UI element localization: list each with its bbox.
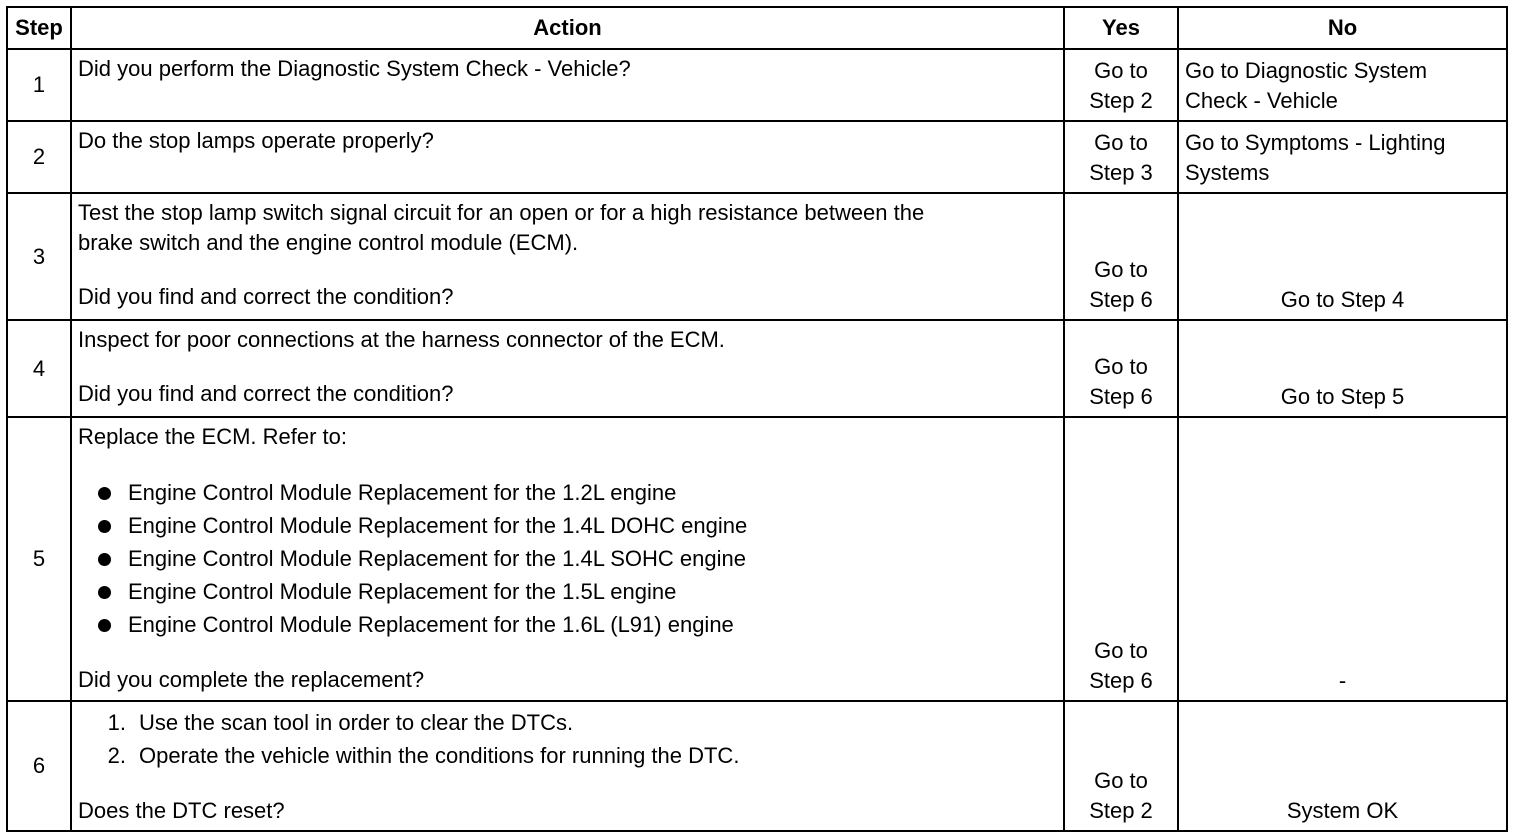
yes-line: Go to bbox=[1094, 257, 1148, 282]
action-cell: Test the stop lamp switch signal circuit… bbox=[70, 192, 1065, 321]
action-text: Do the stop lamps operate properly? bbox=[78, 128, 434, 153]
action-cell: Do the stop lamps operate properly? bbox=[70, 120, 1065, 194]
list-number: 2. bbox=[107, 743, 126, 768]
no-line: System OK bbox=[1286, 798, 1399, 823]
action-question: Did you find and correct the condition? bbox=[78, 381, 454, 406]
list-text: Use the scan tool in order to clear the … bbox=[139, 710, 574, 735]
step-number: 1 bbox=[6, 48, 72, 122]
yes-cell: Go to Step 3 bbox=[1063, 120, 1179, 194]
list-item: Engine Control Module Replacement for th… bbox=[96, 476, 1057, 509]
table-row: 5 Replace the ECM. Refer to: Engine Cont… bbox=[6, 416, 1508, 702]
diagnostic-table: Step Action Yes No 1 Did you perform the… bbox=[6, 6, 1508, 832]
step-number: 5 bbox=[6, 416, 72, 702]
yes-line: Go to bbox=[1094, 58, 1148, 83]
no-line: Go to Symptoms - Lighting bbox=[1185, 130, 1446, 155]
action-text: Replace the ECM. Refer to: bbox=[78, 424, 348, 449]
step-number: 4 bbox=[6, 319, 72, 418]
table-row: 4 Inspect for poor connections at the ha… bbox=[6, 319, 1508, 418]
no-line: - bbox=[1338, 668, 1347, 693]
no-cell: - bbox=[1177, 416, 1508, 702]
step-number: 3 bbox=[6, 192, 72, 321]
list-item: Engine Control Module Replacement for th… bbox=[96, 608, 1057, 641]
list-number: 1. bbox=[107, 710, 126, 735]
action-cell: Did you perform the Diagnostic System Ch… bbox=[70, 48, 1065, 122]
yes-line: Step 2 bbox=[1089, 798, 1153, 823]
yes-cell: Go to Step 6 bbox=[1063, 416, 1179, 702]
yes-cell: Go to Step 2 bbox=[1063, 700, 1179, 832]
no-line: Go to Step 5 bbox=[1280, 384, 1405, 409]
header-action: Action bbox=[70, 6, 1065, 50]
list-item: Engine Control Module Replacement for th… bbox=[96, 509, 1057, 542]
yes-line: Step 2 bbox=[1089, 88, 1153, 113]
action-cell: 1. Use the scan tool in order to clear th… bbox=[70, 700, 1065, 832]
list-text: Operate the vehicle within the condition… bbox=[139, 743, 740, 768]
yes-line: Go to bbox=[1094, 638, 1148, 663]
no-cell: Go to Step 5 bbox=[1177, 319, 1508, 418]
yes-cell: Go to Step 6 bbox=[1063, 192, 1179, 321]
yes-line: Step 6 bbox=[1089, 287, 1153, 312]
yes-line: Go to bbox=[1094, 130, 1148, 155]
yes-line: Go to bbox=[1094, 768, 1148, 793]
yes-cell: Go to Step 2 bbox=[1063, 48, 1179, 122]
step-number: 6 bbox=[6, 700, 72, 832]
step-number: 2 bbox=[6, 120, 72, 194]
action-question: Did you find and correct the condition? bbox=[78, 284, 454, 309]
action-question: Does the DTC reset? bbox=[78, 798, 285, 823]
no-cell: Go to Symptoms - Lighting Systems bbox=[1177, 120, 1508, 194]
numbered-list: 1. Use the scan tool in order to clear th… bbox=[78, 706, 1057, 772]
list-item: 2. Operate the vehicle within the conditi… bbox=[90, 739, 1057, 772]
no-line: Systems bbox=[1185, 160, 1270, 185]
yes-line: Step 6 bbox=[1089, 668, 1153, 693]
replacement-list: Engine Control Module Replacement for th… bbox=[78, 476, 1057, 641]
header-row: Step Action Yes No bbox=[6, 6, 1508, 50]
no-cell: Go to Diagnostic System Check - Vehicle bbox=[1177, 48, 1508, 122]
no-line: Check - Vehicle bbox=[1185, 88, 1338, 113]
action-question: Did you complete the replacement? bbox=[78, 667, 425, 692]
no-line: Go to Diagnostic System bbox=[1185, 58, 1428, 83]
no-cell: Go to Step 4 bbox=[1177, 192, 1508, 321]
table-row: 3 Test the stop lamp switch signal circu… bbox=[6, 192, 1508, 321]
action-cell: Replace the ECM. Refer to: Engine Contro… bbox=[70, 416, 1065, 702]
table-row: 2 Do the stop lamps operate properly? Go… bbox=[6, 120, 1508, 194]
list-item: Engine Control Module Replacement for th… bbox=[96, 575, 1057, 608]
action-text: brake switch and the engine control modu… bbox=[78, 230, 579, 255]
action-text: Did you perform the Diagnostic System Ch… bbox=[78, 56, 631, 81]
yes-line: Go to bbox=[1094, 354, 1148, 379]
list-item: 1. Use the scan tool in order to clear th… bbox=[90, 706, 1057, 739]
header-no: No bbox=[1177, 6, 1508, 50]
action-text: Test the stop lamp switch signal circuit… bbox=[78, 200, 925, 225]
table-row: 6 1. Use the scan tool in order to clear … bbox=[6, 700, 1508, 832]
header-step: Step bbox=[6, 6, 72, 50]
no-cell: System OK bbox=[1177, 700, 1508, 832]
yes-line: Step 3 bbox=[1089, 160, 1153, 185]
action-cell: Inspect for poor connections at the harn… bbox=[70, 319, 1065, 418]
no-line: Go to Step 4 bbox=[1280, 287, 1405, 312]
table-row: 1 Did you perform the Diagnostic System … bbox=[6, 48, 1508, 122]
yes-line: Step 6 bbox=[1089, 384, 1153, 409]
list-item: Engine Control Module Replacement for th… bbox=[96, 542, 1057, 575]
header-yes: Yes bbox=[1063, 6, 1179, 50]
yes-cell: Go to Step 6 bbox=[1063, 319, 1179, 418]
action-text: Inspect for poor connections at the harn… bbox=[78, 327, 725, 352]
